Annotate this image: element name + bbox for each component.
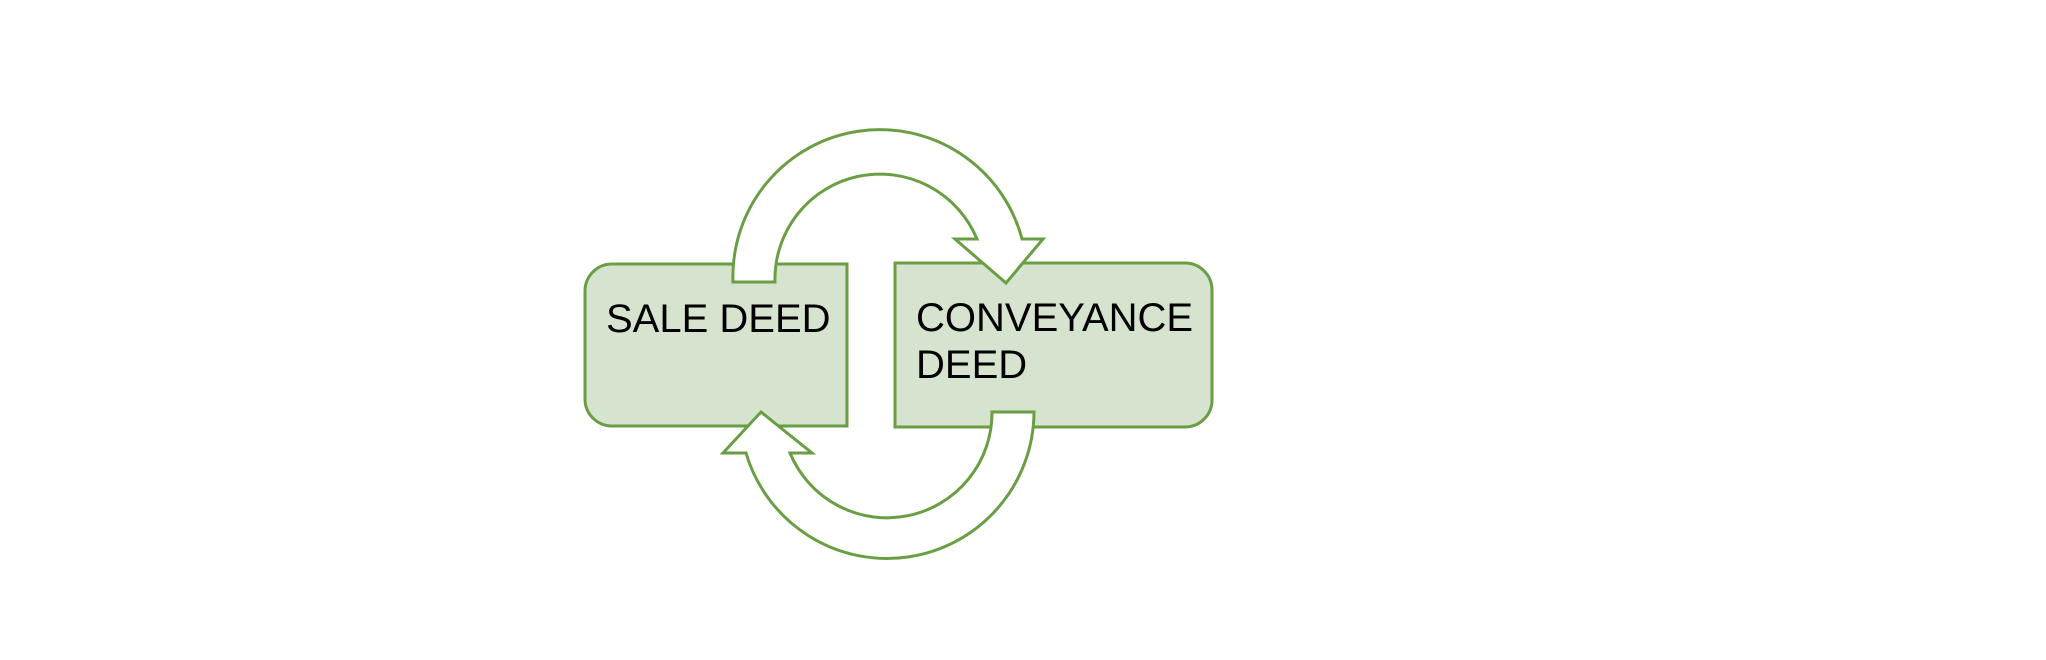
conveyance-deed-label-line-2: DEED [916,343,1027,387]
arrow-conveyance-to-sale [719,409,1036,560]
conveyance-deed-label-line-1: CONVEYANCE [916,296,1193,340]
sale-deed-label: SALE DEED [606,297,831,341]
conveyance-deed-box [893,261,1214,429]
sale-deed-box [583,262,849,428]
arrow-sale-to-conveyance [731,128,1047,286]
